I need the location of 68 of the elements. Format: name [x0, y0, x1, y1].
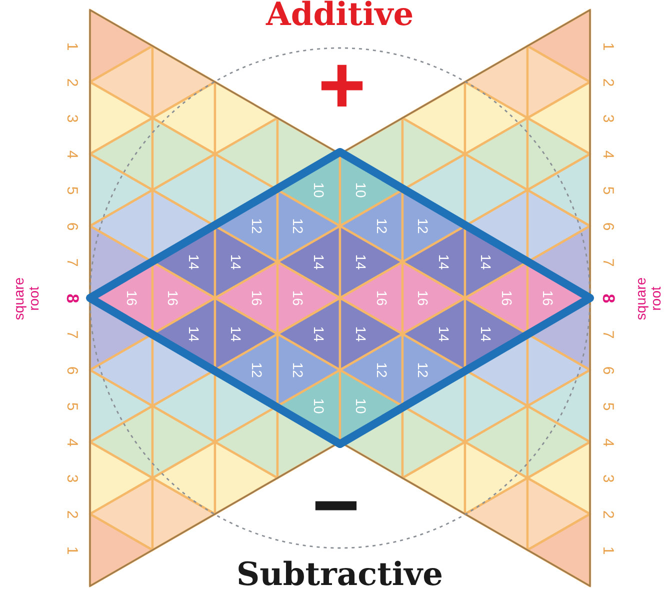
cell-number: 16 — [124, 290, 138, 306]
scale-number: 7 — [64, 258, 80, 266]
scale-number: 4 — [600, 150, 616, 158]
cell-number: 16 — [541, 290, 556, 306]
scale-number: 1 — [600, 546, 616, 554]
cell-number: 14 — [436, 254, 451, 270]
caption: Subtractive — [236, 558, 443, 590]
scale-number: 5 — [64, 402, 80, 410]
scale-number: 2 — [64, 78, 80, 86]
cell-number: 14 — [228, 254, 243, 270]
scale-number: 3 — [600, 474, 616, 482]
scale-number: 3 — [600, 114, 616, 122]
scale-number: 6 — [600, 366, 616, 374]
cell-number: 12 — [416, 362, 430, 378]
cell-number: 12 — [416, 218, 430, 234]
scale-number: 4 — [600, 438, 616, 446]
scale-number: 5 — [64, 186, 80, 194]
scale-number: 5 — [600, 402, 616, 410]
cell-number: 16 — [249, 290, 264, 306]
cell-number: 14 — [478, 326, 493, 342]
scale-number: 8 — [600, 293, 617, 303]
cell-number: 14 — [478, 254, 493, 270]
cell-number: 14 — [354, 326, 368, 342]
scale-number: 4 — [64, 150, 80, 158]
axis-label: square root — [633, 276, 663, 322]
sign-label: − — [312, 465, 360, 547]
cell-number: 12 — [249, 218, 264, 234]
cell-number: 14 — [312, 254, 326, 270]
cell-number: 10 — [312, 398, 326, 414]
cell-number: 16 — [499, 290, 514, 306]
scale-number: 5 — [600, 186, 616, 194]
cell-number: 12 — [249, 362, 264, 378]
scale-number: 4 — [64, 438, 80, 446]
cell-number: 14 — [228, 326, 243, 342]
cell-number: 14 — [354, 254, 368, 270]
cell-number: 16 — [374, 290, 388, 306]
axis-label: square root — [11, 276, 41, 322]
cell-number: 10 — [354, 398, 368, 414]
scale-number: 7 — [600, 258, 616, 266]
scale-number: 6 — [64, 366, 80, 374]
cell-number: 16 — [416, 290, 430, 306]
cell-number: 10 — [354, 182, 368, 198]
scale-number: 3 — [64, 474, 80, 482]
cell-number: 10 — [312, 182, 326, 198]
cell-number: 12 — [291, 362, 306, 378]
scale-number: 7 — [64, 330, 80, 338]
scale-number: 8 — [64, 293, 81, 303]
cell-number: 16 — [166, 290, 180, 306]
title: Additive — [266, 0, 414, 30]
sign-label: + — [318, 45, 366, 127]
cell-number: 14 — [312, 326, 326, 342]
cell-number: 12 — [291, 218, 306, 234]
cell-number: 12 — [374, 218, 388, 234]
scale-number: 2 — [600, 510, 616, 518]
scale-number: 1 — [600, 42, 616, 50]
scale-number: 6 — [64, 222, 80, 230]
cell-number: 14 — [436, 326, 451, 342]
scale-number: 1 — [64, 42, 80, 50]
scale-number: 6 — [600, 222, 616, 230]
scale-number: 1 — [64, 546, 80, 554]
cell-number: 16 — [291, 290, 306, 306]
scale-number: 3 — [64, 114, 80, 122]
scale-number: 2 — [64, 510, 80, 518]
cell-number: 12 — [374, 362, 388, 378]
scale-number: 2 — [600, 78, 616, 86]
scale-number: 7 — [600, 330, 616, 338]
cell-number: 14 — [186, 326, 201, 342]
cell-number: 14 — [186, 254, 201, 270]
